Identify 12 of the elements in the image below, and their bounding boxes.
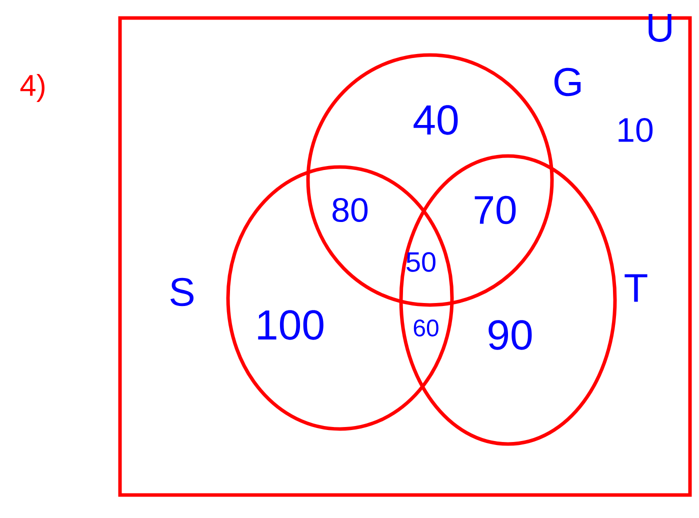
node-label: G: [554, 68, 581, 96]
region-count: 50: [406, 252, 436, 272]
region-count: 70: [474, 196, 516, 224]
question-number: 4): [20, 74, 44, 102]
region-count: 100: [258, 310, 324, 340]
region-count: 80: [332, 198, 368, 222]
region-count: 40: [414, 105, 458, 135]
node-label: T: [624, 274, 648, 302]
region-count: 60: [414, 320, 438, 336]
region-count: 90: [488, 320, 532, 350]
node-label: S: [170, 278, 194, 306]
region-count: 10: [618, 118, 653, 142]
